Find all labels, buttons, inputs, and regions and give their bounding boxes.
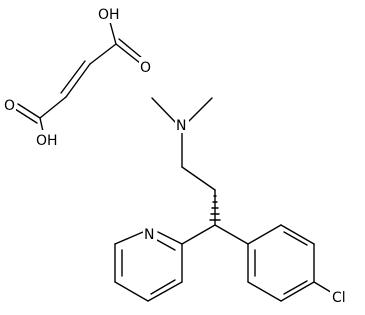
bond-c1-o-double-a bbox=[115, 43, 141, 64]
chlorphenamine bbox=[114, 97, 335, 302]
atom-n-pyridine: N bbox=[144, 227, 154, 243]
atom-o-top: O bbox=[140, 60, 151, 76]
bond-c4-o-double-b bbox=[14, 108, 38, 124]
bond-ch-pyridine bbox=[181, 224, 216, 245]
bond-ch2-ch2 bbox=[181, 166, 216, 191]
atom-labels: OH O O OH N N Cl bbox=[3, 5, 352, 306]
bond-c1-c2 bbox=[89, 43, 117, 65]
atom-o-left: O bbox=[4, 98, 15, 114]
bond-n-methyl-right bbox=[187, 97, 213, 123]
bond-c3-c4 bbox=[39, 96, 67, 119]
chlorophenyl-ring bbox=[247, 224, 335, 302]
bond-oh-c1 bbox=[109, 21, 117, 45]
atom-cl: Cl bbox=[332, 290, 346, 306]
pyridine-ring bbox=[114, 231, 183, 302]
bond-c2-c3-double-b bbox=[60, 60, 86, 94]
stereo-hash-bond bbox=[209, 195, 221, 221]
bond-c2-c3-double-a bbox=[65, 63, 91, 98]
fumaric-acid bbox=[14, 21, 143, 137]
atom-oh-left: OH bbox=[36, 133, 58, 149]
bond-c1-o-double-b bbox=[118, 38, 143, 59]
bond-ch-phenyl bbox=[214, 224, 249, 245]
bond-c4-o-double-a bbox=[17, 103, 41, 119]
bond-n-methyl-left bbox=[151, 97, 179, 126]
atom-n-amine: N bbox=[176, 118, 186, 134]
atom-oh-top: OH bbox=[98, 7, 120, 23]
